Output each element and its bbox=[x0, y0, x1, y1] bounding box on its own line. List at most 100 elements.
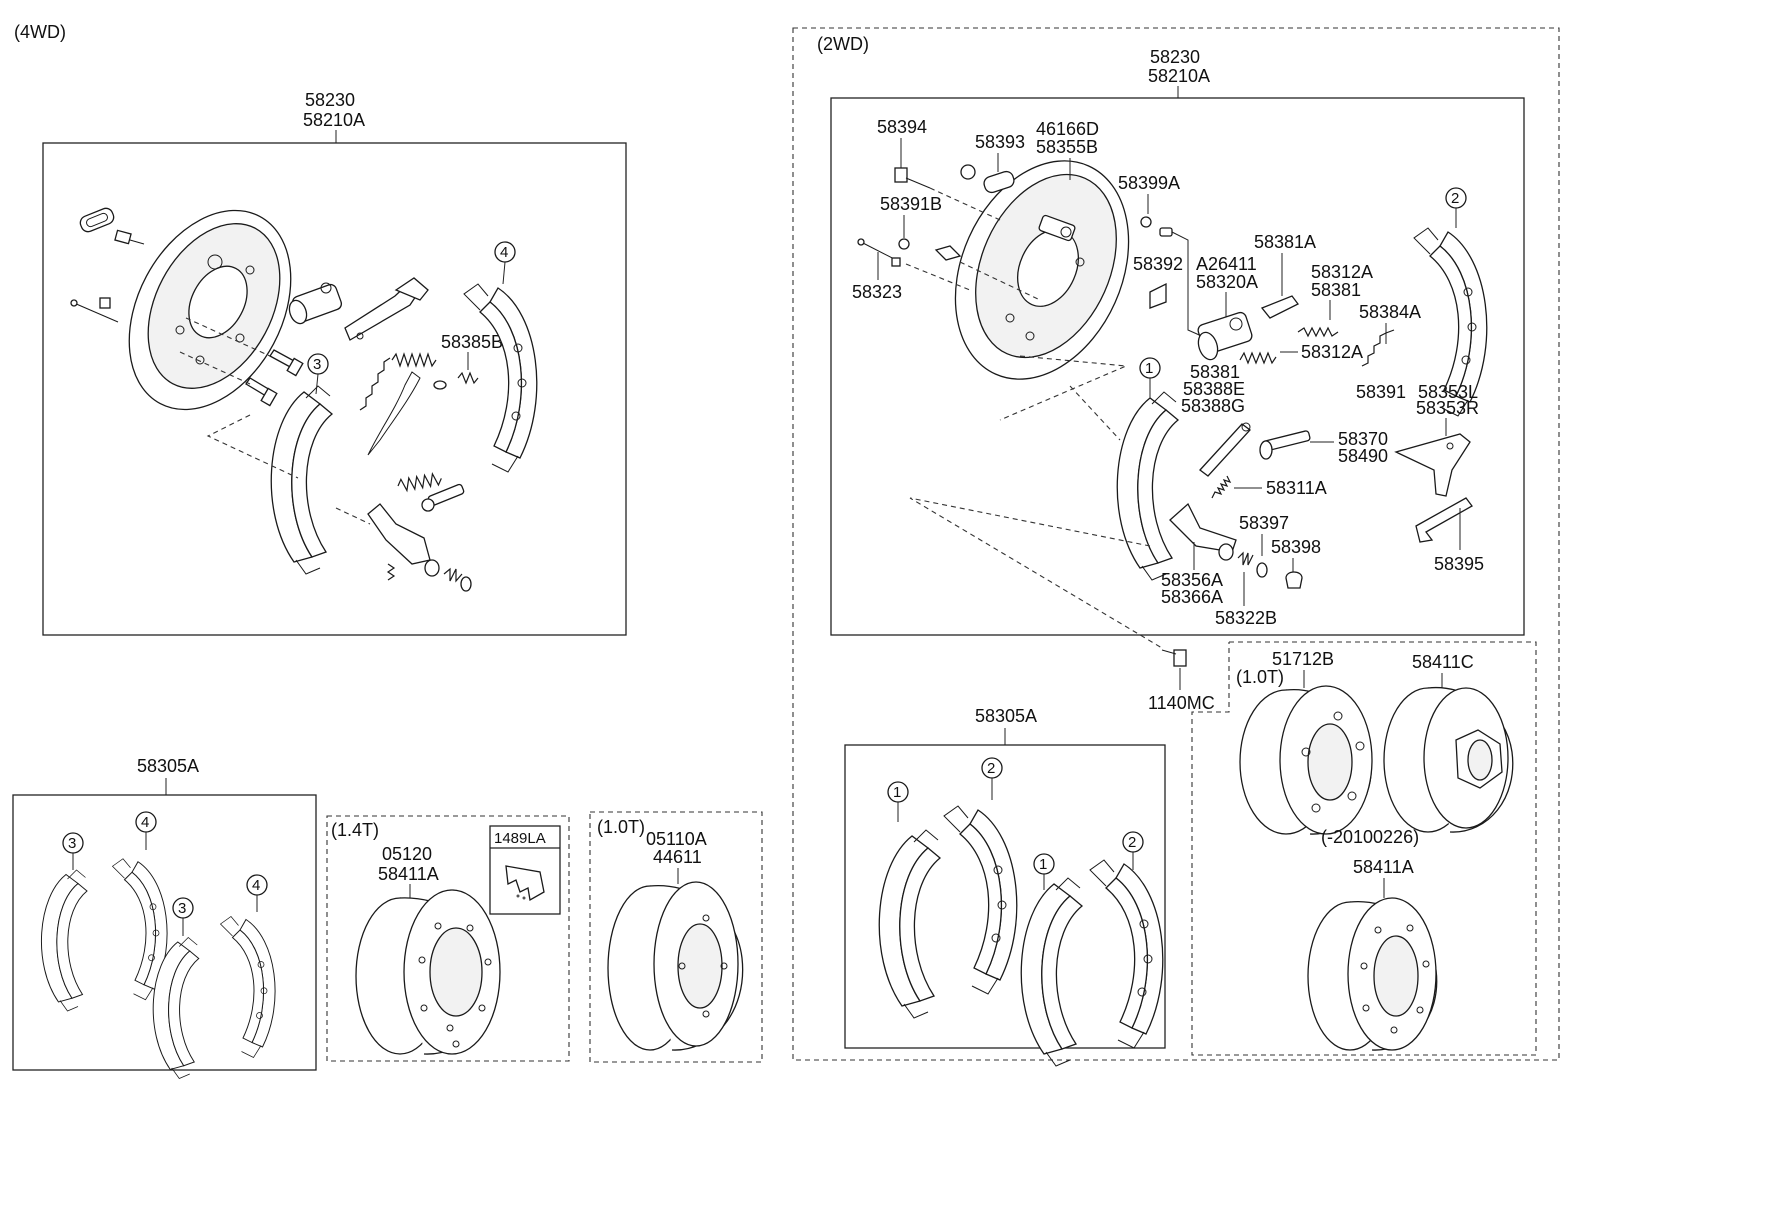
adjuster-spring-4wd bbox=[457, 371, 479, 385]
drum-part-58411A: 58411A bbox=[378, 864, 439, 884]
part-label-58320A: 58320A bbox=[1196, 272, 1258, 292]
part-label-58353L: 58353L bbox=[1418, 382, 1478, 402]
adjuster-spring-2wd bbox=[1297, 326, 1339, 338]
part-label-58366A: 58366A bbox=[1161, 587, 1223, 607]
part-label-58381-group: 58381 bbox=[1190, 362, 1240, 382]
drum-part-05120: 05120 bbox=[382, 844, 432, 864]
cap-2wd bbox=[1285, 571, 1303, 589]
callout-number: 1 bbox=[1039, 856, 1047, 873]
assembly-number-alt: 58210A bbox=[303, 110, 365, 130]
part-label-58397: 58397 bbox=[1239, 513, 1289, 533]
shim-2wd bbox=[1149, 282, 1167, 309]
adjuster-strut-2wd bbox=[1199, 422, 1251, 477]
pin-retainer-2wd bbox=[898, 238, 910, 250]
bolt-1140MC bbox=[1161, 649, 1187, 667]
part-label-58391: 58391 bbox=[1356, 382, 1406, 402]
kit-title-4wd: 58305A bbox=[137, 756, 199, 776]
adjuster-lever-2wd bbox=[1260, 295, 1299, 319]
hold-down-wire-4wd bbox=[367, 371, 447, 456]
part-label-58353R: 58353R bbox=[1416, 398, 1479, 418]
drum-part-51712B: 51712B bbox=[1272, 649, 1334, 669]
plug-4wd bbox=[79, 207, 115, 233]
part-label-58312A: 58312A bbox=[1311, 262, 1373, 282]
part-label-58388E: 58388E bbox=[1183, 379, 1245, 399]
kit-shoe-4b bbox=[220, 916, 276, 1058]
upper-spring-2wd bbox=[1239, 351, 1277, 365]
kit-frame-4wd bbox=[12, 794, 317, 1071]
assembly-number-alt-2wd: 58210A bbox=[1148, 66, 1210, 86]
callout-number: 3 bbox=[313, 356, 321, 373]
callout-number: 2 bbox=[1128, 834, 1136, 851]
part-label-58384A: 58384A bbox=[1359, 302, 1421, 322]
kit-title-2wd: 58305A bbox=[975, 706, 1037, 726]
callout-number: 1 bbox=[893, 784, 901, 801]
upper-spring-4wd bbox=[391, 353, 437, 367]
bleeder-cap-2wd bbox=[1140, 216, 1152, 228]
part-label-46166D: 46166D bbox=[1036, 119, 1099, 139]
drum-part-58411A-right: 58411A bbox=[1353, 857, 1414, 877]
part-label-58356A: 58356A bbox=[1161, 570, 1223, 590]
callout-number: 1 bbox=[1145, 360, 1153, 377]
lower-spring-4wd bbox=[396, 471, 443, 493]
kit-shoe-2b bbox=[1089, 859, 1164, 1049]
clip-icon bbox=[505, 865, 545, 902]
section-title-2wd: (2WD) bbox=[817, 34, 869, 54]
brake-shoe-front-2wd bbox=[1116, 391, 1179, 581]
brake-drum-51712B bbox=[1239, 685, 1373, 835]
brake-drum-58411A-right bbox=[1307, 897, 1438, 1051]
drum-title-14t: (1.4T) bbox=[331, 820, 379, 840]
drum-frame-2wd bbox=[1191, 641, 1537, 1056]
assembly-frame-4wd bbox=[42, 142, 627, 636]
mounting-bolts-4wd bbox=[245, 349, 304, 407]
part-label-A26411: A26411 bbox=[1196, 254, 1257, 274]
part-label-58388G: 58388G bbox=[1181, 396, 1245, 416]
strut-bar-2wd bbox=[1415, 497, 1473, 543]
drum-part-44611: 44611 bbox=[653, 847, 702, 867]
drum-frame-10t-left bbox=[589, 811, 763, 1063]
bleeder-bolt-4wd bbox=[114, 229, 145, 245]
brake-shoe-front-4wd bbox=[270, 385, 333, 575]
kit-shoe-1a bbox=[878, 829, 941, 1019]
callout-number: 2 bbox=[987, 760, 995, 777]
part-label-58394: 58394 bbox=[877, 117, 927, 137]
part-label-58370: 58370 bbox=[1338, 429, 1388, 449]
drum-date-note: (-20100226) bbox=[1321, 827, 1419, 847]
part-label-58399A: 58399A bbox=[1118, 173, 1180, 193]
backing-plate-2wd bbox=[954, 160, 1130, 380]
part-label-58395: 58395 bbox=[1434, 554, 1484, 574]
retainer-clip-2wd bbox=[934, 245, 962, 261]
parking-lever-4wd bbox=[367, 503, 431, 565]
drum-part-05110A: 05110A bbox=[646, 829, 707, 849]
part-label-58355B: 58355B bbox=[1036, 137, 1098, 157]
drum-title-10t-right: (1.0T) bbox=[1236, 667, 1284, 687]
part-label-58393: 58393 bbox=[975, 132, 1025, 152]
drum-frame-14t bbox=[326, 815, 570, 1062]
part-label-58322B: 58322B bbox=[1215, 608, 1277, 628]
part-label-58381A: 58381A bbox=[1254, 232, 1316, 252]
drum-title-10t-left: (1.0T) bbox=[597, 817, 645, 837]
wheel-cylinder-2wd bbox=[1197, 311, 1253, 361]
part-label-1140MC: 1140MC bbox=[1148, 693, 1215, 713]
drum-part-58411C: 58411C bbox=[1412, 652, 1474, 672]
callout-number: 4 bbox=[141, 814, 149, 831]
bleeder-screw-2wd bbox=[1159, 227, 1207, 339]
part-label-58392: 58392 bbox=[1133, 254, 1183, 274]
part-label-58323: 58323 bbox=[852, 282, 902, 302]
callout-number: 4 bbox=[252, 877, 260, 894]
section-frame-2wd bbox=[792, 27, 1560, 1061]
plug-2wd bbox=[960, 164, 1015, 194]
brake-drum-58411C bbox=[1383, 686, 1514, 833]
lower-spring-2wd bbox=[1211, 475, 1232, 499]
kit-shoe-1b bbox=[1020, 877, 1083, 1067]
part-label-58312A-upper: 58312A bbox=[1301, 342, 1363, 362]
assembly-frame-2wd bbox=[830, 97, 1525, 636]
pin-2wd bbox=[857, 238, 901, 267]
clip-frame bbox=[489, 825, 561, 915]
bleeder-bolt-2wd bbox=[894, 167, 931, 189]
washer-2wd bbox=[1256, 562, 1268, 578]
callout-number: 2 bbox=[1451, 190, 1459, 207]
backing-plate-4wd bbox=[128, 209, 292, 411]
part-label-58385B: 58385B bbox=[441, 332, 503, 352]
callout-number: 3 bbox=[68, 835, 76, 852]
hold-down-pin-2wd bbox=[1218, 543, 1254, 566]
